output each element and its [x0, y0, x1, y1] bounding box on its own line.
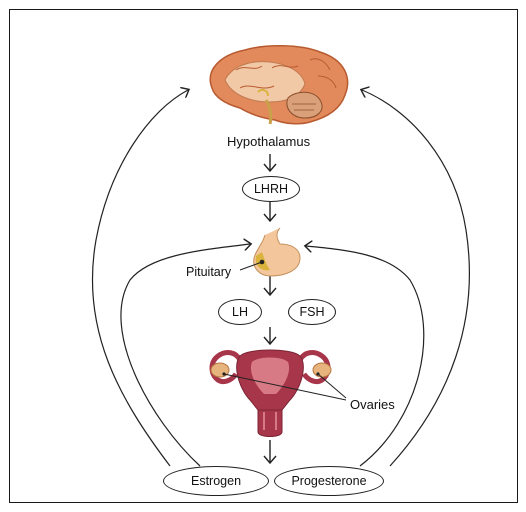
brain-icon	[210, 46, 347, 124]
pituitary-label: Pituitary	[186, 265, 231, 279]
estrogen-node: Estrogen	[163, 466, 269, 496]
hypothalamus-label: Hypothalamus	[227, 134, 310, 149]
fsh-node: FSH	[288, 299, 336, 325]
uterus-ovaries-icon	[211, 350, 346, 437]
pituitary-gland-icon	[240, 228, 300, 276]
outer-left-feedback-arrow	[92, 90, 188, 466]
lh-node: LH	[218, 299, 262, 325]
lhrh-node: LHRH	[242, 176, 300, 202]
ovaries-label: Ovaries	[350, 397, 395, 412]
progesterone-node: Progesterone	[274, 466, 384, 496]
